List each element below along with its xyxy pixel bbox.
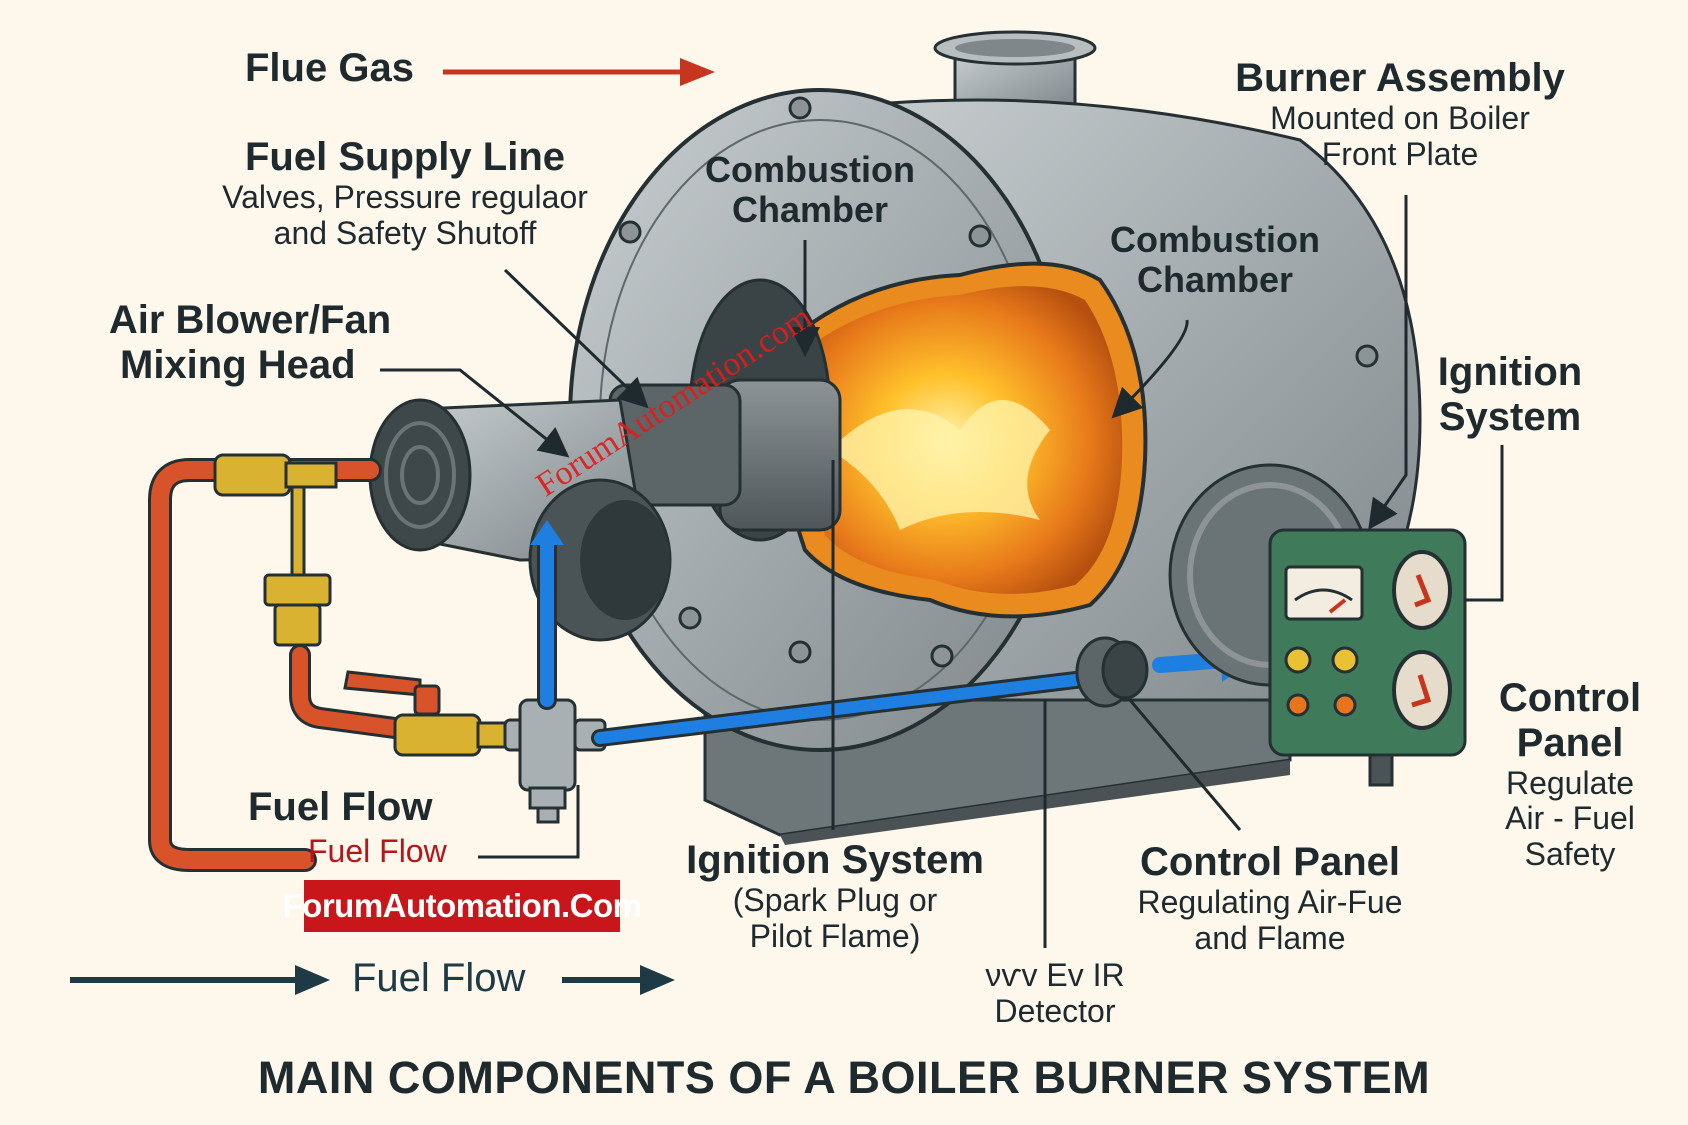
control-right-line-2: Panel: [1516, 720, 1624, 765]
ignition-bottom-desc-2: Pilot Flame): [749, 917, 921, 954]
brand-badge: ForumAutomation.Com: [283, 880, 642, 932]
ignition-bottom-desc-1: (Spark Plug or: [732, 881, 938, 918]
air-blower: [368, 398, 672, 642]
burner-assembly-desc-2: Front Plate: [1321, 135, 1479, 172]
flame-detector: [1075, 636, 1149, 708]
label-fuel-supply-line: Fuel Supply Line Valves, Pressure regula…: [195, 135, 615, 251]
control-bottom-title: Control Panel: [1139, 840, 1401, 884]
label-combustion-chamber-left: Combustion Chamber: [700, 149, 920, 231]
control-right-desc-2: Air - Fuel: [1505, 800, 1635, 837]
combustion-left-line-1: Combustion: [705, 149, 915, 190]
air-blower-line-2: Mixing Head: [120, 342, 356, 387]
fuel-nozzle: [503, 698, 607, 824]
ignition-bottom-title: Ignition System: [686, 838, 984, 882]
ignition-right-line-2: System: [1438, 394, 1582, 439]
combustion-right-line-2: Chamber: [1136, 259, 1294, 301]
air-line: [530, 520, 1255, 747]
combustion-left-line-2: Chamber: [731, 189, 889, 231]
control-bottom-desc-1: Regulating Air-Fue: [1137, 883, 1403, 920]
fuel-supply-title: Fuel Supply Line: [244, 135, 566, 179]
label-control-panel-bottom: Control Panel Regulating Air-Fue and Fla…: [1110, 840, 1430, 956]
flue-stack: [933, 30, 1097, 112]
diagram-title: MAIN COMPONENTS OF A BOILER BURNER SYSTE…: [257, 1052, 1431, 1103]
combustion-right-line-1: Combustion: [1110, 219, 1320, 260]
combustion-flame: [780, 261, 1148, 619]
control-right-line-1: Control: [1498, 676, 1642, 720]
burner-assembly-desc-1: Mounted on Boiler: [1270, 99, 1530, 136]
air-blower-line-1: Air Blower/Fan: [108, 298, 392, 342]
label-air-blower: Air Blower/Fan Mixing Head: [100, 298, 400, 388]
label-ignition-system-bottom: Ignition System (Spark Plug or Pilot Fla…: [680, 838, 990, 954]
fuel-pipe: [148, 458, 421, 872]
brass-fittings: [213, 453, 508, 757]
flue-gas-arrow: [443, 58, 715, 86]
burner-assembly-title: Burner Assembly: [1235, 56, 1565, 100]
label-fuel-flow-main: Fuel Flow: [248, 785, 433, 829]
leader-lines: [380, 195, 1504, 948]
fuel-supply-desc-1: Valves, Pressure regulaor: [222, 178, 588, 215]
fuel-flow-arrows: [70, 965, 675, 995]
label-fuel-flow-red: Fuel Flow: [308, 833, 447, 869]
control-bottom-desc-2: and Flame: [1194, 919, 1346, 956]
label-burner-assembly: Burner Assembly Mounted on Boiler Front …: [1225, 56, 1575, 172]
detector-line-2: Detector: [994, 992, 1116, 1029]
control-panel-box: [1268, 528, 1467, 787]
control-right-desc-1: Regulate: [1505, 764, 1635, 801]
label-combustion-chamber-right: Combustion Chamber: [1095, 219, 1335, 301]
ignition-right-line-1: Ignition: [1437, 350, 1583, 394]
fuel-supply-desc-2: and Safety Shutoff: [273, 214, 537, 251]
label-detector: νѵv Ev IR Detector: [960, 957, 1150, 1030]
label-ignition-system-right: Ignition System: [1425, 350, 1595, 440]
label-fuel-flow-bottom: Fuel Flow: [352, 956, 526, 1000]
shutoff-valve-handle: [343, 670, 441, 716]
label-control-panel-right: Control Panel Regulate Air - Fuel Safety: [1480, 676, 1660, 873]
label-flue-gas: Flue Gas: [245, 46, 414, 90]
detector-line-1: νѵv Ev IR: [985, 957, 1125, 993]
burner-head: [608, 278, 842, 542]
control-right-desc-3: Safety: [1524, 836, 1616, 873]
